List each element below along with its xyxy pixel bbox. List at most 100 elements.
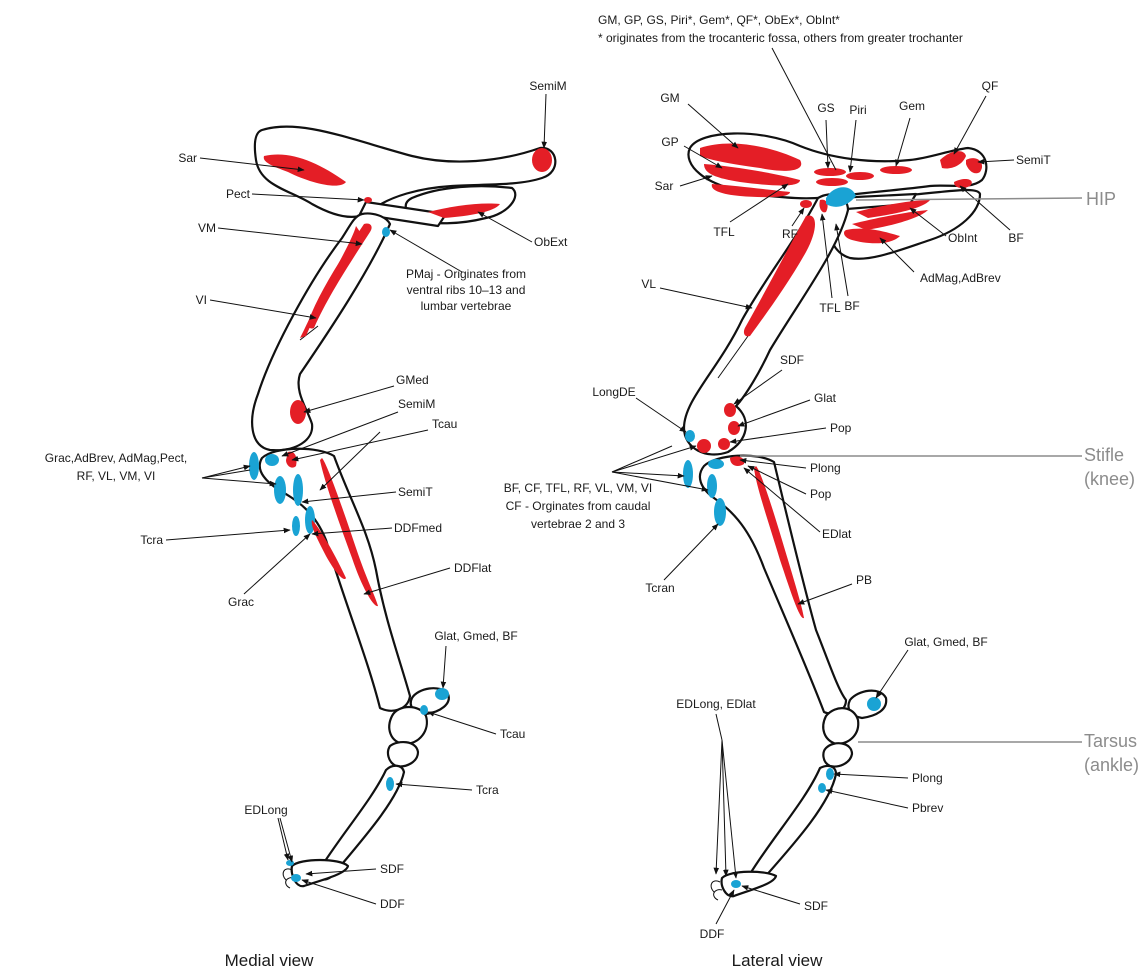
medial-label-gmed: GMed <box>396 373 429 387</box>
lateral-arrow-glat-gmed-bf <box>876 650 908 698</box>
lateral-label-bf-group-2: CF - Orginates from caudal <box>506 499 651 513</box>
medial-label-grac: Grac <box>228 595 254 609</box>
lateral-patch-knee-blue-2 <box>707 474 717 498</box>
lateral-arrow-glat <box>738 400 810 426</box>
lateral-patch-sdf-foot <box>731 880 741 888</box>
lateral-arrow-vl <box>660 288 752 308</box>
medial-label-pmaj-3: lumbar vertebrae <box>421 299 512 313</box>
lateral-view: GM, GP, GS, Piri*, Gem*, QF*, ObEx*, ObI… <box>504 13 1139 970</box>
lateral-arrow-qf <box>954 96 986 154</box>
region-label-hip: HIP <box>1086 189 1116 209</box>
medial-patch-pect <box>364 197 372 203</box>
medial-patch-edlong <box>286 860 294 866</box>
lateral-label-pbrev: Pbrev <box>912 801 943 815</box>
medial-patch-ddf-foot <box>291 874 301 882</box>
lateral-patch-tcran <box>714 498 726 526</box>
medial-label-glat-gmed-bf: Glat, Gmed, BF <box>434 629 517 643</box>
lateral-arrow-plong-ankle <box>834 774 908 778</box>
region-label-stifle: Stifle <box>1084 445 1124 465</box>
medial-label-tcau-ankle: Tcau <box>500 727 525 741</box>
lateral-label-edlong-edlat: EDLong, EDlat <box>676 697 756 711</box>
lateral-patch-knee-red <box>697 439 711 453</box>
lateral-label-qf: QF <box>982 79 999 93</box>
lateral-label-ddf: DDF <box>700 927 725 941</box>
medial-label-sdf: SDF <box>380 862 404 876</box>
lateral-label-obint: ObInt <box>948 231 978 245</box>
lateral-label-piri: Piri <box>849 103 866 117</box>
lateral-label-longde: LongDE <box>592 385 635 399</box>
lateral-label-sdf-foot: SDF <box>804 899 828 913</box>
medial-label-semim-knee: SemiM <box>398 397 435 411</box>
medial-patch-tcra-ankle <box>386 777 394 791</box>
medial-label-pect: Pect <box>226 187 251 201</box>
lateral-label-admag: AdMag,AdBrev <box>920 271 1001 285</box>
region-label-ankle: (ankle) <box>1084 755 1139 775</box>
lateral-label-vl: VL <box>641 277 656 291</box>
medial-label-vi: VI <box>196 293 207 307</box>
lateral-label-plong-ankle: Plong <box>912 771 943 785</box>
lateral-claws <box>711 881 722 900</box>
lateral-arrow-bf-group-1 <box>612 446 696 472</box>
medial-label-obext: ObExt <box>534 235 568 249</box>
medial-arrow-pmaj <box>390 230 462 272</box>
lateral-label-semit: SemiT <box>1016 153 1051 167</box>
medial-label-edlong: EDLong <box>244 803 287 817</box>
medial-label-semim: SemiM <box>529 79 566 93</box>
lateral-label-bf-group-1: BF, CF, TFL, RF, VL, VM, VI <box>504 481 652 495</box>
lateral-label-bf-group-3: vertebrae 2 and 3 <box>531 517 625 531</box>
medial-patch-knee-blue-4 <box>292 516 300 536</box>
lateral-tarsal <box>823 743 852 766</box>
medial-label-ddf: DDF <box>380 897 405 911</box>
medial-label-tcau-knee: Tcau <box>432 417 457 431</box>
lateral-label-edlat: EDlat <box>822 527 852 541</box>
lateral-patch-glat <box>728 421 740 435</box>
lateral-patch-glat-gmed-bf <box>867 697 881 711</box>
medial-label-ddfmed: DDFmed <box>394 521 442 535</box>
medial-patch-semim-knee <box>265 454 279 466</box>
region-label-tarsus: Tarsus <box>1084 731 1137 751</box>
medial-arrow-glat-gmed-bf <box>443 646 446 688</box>
medial-patch-grac-group <box>249 452 259 480</box>
medial-tarsal <box>388 742 418 766</box>
medial-patch-gmed <box>290 400 306 424</box>
lateral-label-sar: Sar <box>655 179 674 193</box>
medial-view: SemiM Sar Pect VM ObExt PMaj - Originate… <box>45 79 568 970</box>
lateral-patch-gs-2 <box>816 178 848 186</box>
medial-label-ddflat: DDFlat <box>454 561 492 575</box>
lateral-label-gs: GS <box>817 101 834 115</box>
lateral-talus <box>823 708 858 744</box>
medial-label-pmaj-1: PMaj - Originates from <box>406 267 526 281</box>
medial-patch-glat-gmed-bf <box>435 688 449 700</box>
medial-label-grac-group-2: RF, VL, VM, VI <box>77 469 156 483</box>
medial-arrow-tcau-ankle <box>428 712 496 734</box>
lateral-label-hip-header-1: GM, GP, GS, Piri*, Gem*, QF*, ObEx*, ObI… <box>598 13 840 27</box>
lateral-patch-gs <box>814 168 846 176</box>
medial-patch-knee-blue-2 <box>293 474 303 506</box>
medial-arrow-tcra-ankle <box>396 784 472 790</box>
lateral-arrow-sdf-foot <box>742 886 800 904</box>
medial-label-tcra-ankle: Tcra <box>476 783 499 797</box>
lateral-label-pop-lower: Pop <box>810 487 832 501</box>
lateral-label-tfl-upper: TFL <box>713 225 735 239</box>
lateral-patch-gem <box>880 166 912 174</box>
medial-arrow-vm <box>218 228 362 244</box>
medial-arrow-gmed <box>304 386 394 412</box>
medial-patch-tcau-ankle <box>420 705 428 715</box>
lateral-arrow-ddf <box>716 890 734 924</box>
medial-patch-knee-blue-1 <box>274 476 286 504</box>
lateral-label-bf-lower: BF <box>844 299 859 313</box>
lateral-view-caption: Lateral view <box>732 951 823 970</box>
lateral-label-glat-gmed-bf: Glat, Gmed, BF <box>904 635 987 649</box>
lateral-patch-rf <box>800 200 812 208</box>
lateral-label-pb: PB <box>856 573 872 587</box>
medial-label-tcra-knee: Tcra <box>140 533 163 547</box>
lateral-patch-pbrev <box>818 783 826 793</box>
lateral-digits <box>722 872 776 896</box>
medial-arrow-grac-group-1 <box>202 466 250 478</box>
medial-view-caption: Medial view <box>225 951 315 970</box>
lateral-patch-knee-blue-1 <box>708 459 724 469</box>
lateral-label-pop-upper: Pop <box>830 421 852 435</box>
medial-patch-semim <box>532 148 552 172</box>
medial-arrow-tcra-knee <box>166 530 290 540</box>
lateral-patch-longde <box>685 430 695 442</box>
